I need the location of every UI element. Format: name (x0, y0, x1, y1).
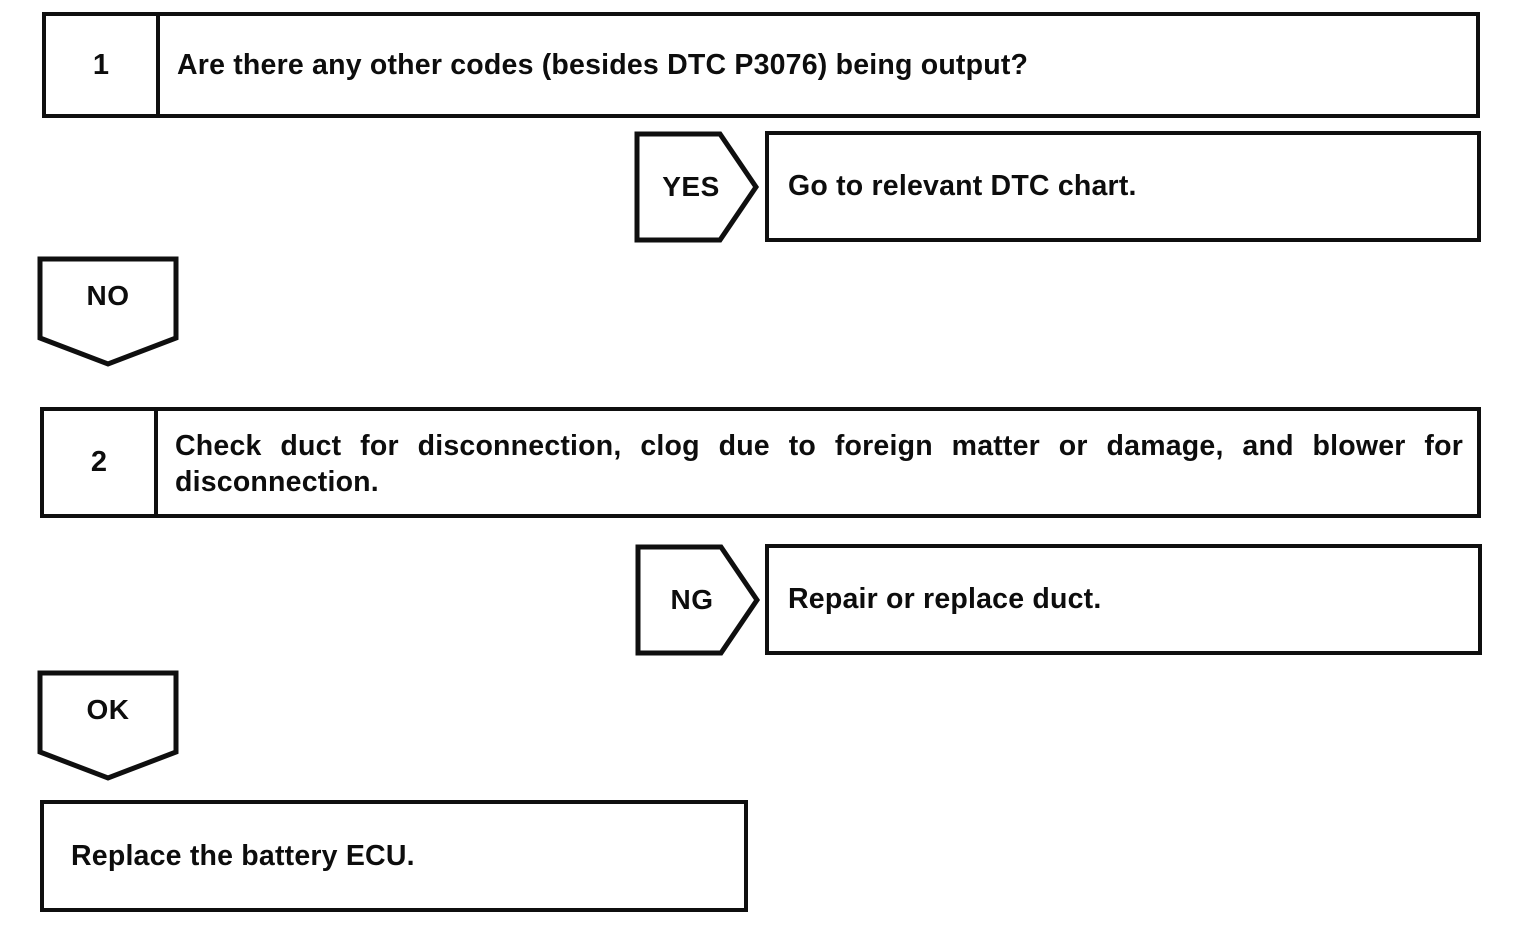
step-2-branch-action-box: Repair or replace duct. (765, 544, 1482, 655)
step-1-number: 1 (46, 16, 160, 114)
step-1-question-box: 1 Are there any other codes (besides DTC… (42, 12, 1480, 118)
pentagon-right-icon (634, 131, 760, 243)
final-action-box: Replace the battery ECU. (40, 800, 748, 912)
step-1-branch-action-text: Go to relevant DTC chart. (788, 170, 1137, 202)
step-2-branch-connector: NG (635, 544, 761, 656)
step-2-number: 2 (44, 411, 158, 514)
pentagon-down-icon (37, 256, 179, 367)
step-2-question-box: 2 Check duct for disconnection, clog due… (40, 407, 1481, 518)
step-2-branch-label: NG (670, 584, 714, 615)
pentagon-right-icon (635, 544, 761, 656)
step-1-branch-label: YES (662, 171, 720, 202)
pentagon-down-icon (37, 670, 179, 781)
step-2-continue-label: OK (86, 694, 130, 725)
step-2-branch-action-text: Repair or replace duct. (788, 583, 1102, 615)
step-1-continue-connector: NO (37, 256, 179, 368)
step-1-branch-connector: YES (634, 131, 760, 243)
step-1-continue-label: NO (86, 280, 130, 311)
step-1-question-text: Are there any other codes (besides DTC P… (177, 49, 1029, 81)
final-action-text: Replace the battery ECU. (71, 839, 415, 872)
step-2-continue-connector: OK (37, 670, 179, 782)
step-1-branch-action-box: Go to relevant DTC chart. (765, 131, 1481, 242)
step-2-question-text: Check duct for disconnection, clog due t… (175, 430, 1463, 498)
